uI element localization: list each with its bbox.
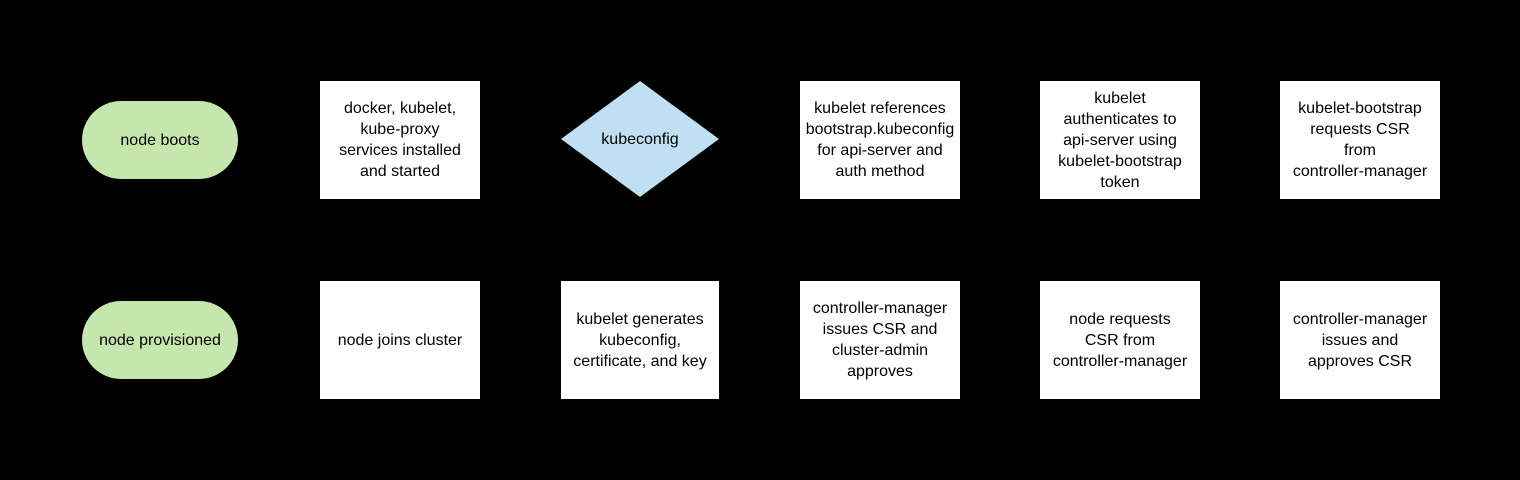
diamond-icon bbox=[561, 81, 719, 197]
process-kubelet-generates: kubelet generates kubeconfig, certificat… bbox=[561, 281, 719, 399]
process-kubelet-bootstrap-requests-csr: kubelet-bootstrap requests CSR from cont… bbox=[1280, 81, 1440, 199]
services-installed-label: docker, kubelet, kube-proxy services ins… bbox=[339, 100, 461, 180]
kubeconfig-label: kubeconfig bbox=[601, 130, 679, 148]
process-cm-issues-csr-admin-approves: controller-manager issues CSR and cluste… bbox=[800, 281, 960, 399]
node-boots-label: node boots bbox=[120, 131, 200, 149]
cm-issues-and-approves-label: controller-manager issues and approves C… bbox=[1292, 310, 1428, 370]
cm-issues-csr-admin-approves-label: controller-manager issues CSR and cluste… bbox=[812, 300, 948, 380]
kubelet-generates-label: kubelet generates kubeconfig, certificat… bbox=[573, 310, 707, 370]
node-requests-csr-label: node requests CSR from controller-manage… bbox=[1052, 310, 1188, 370]
process-node-joins-cluster: node joins cluster bbox=[320, 281, 480, 399]
terminator-node-boots: node boots bbox=[82, 101, 238, 179]
node-provisioned-label: node provisioned bbox=[99, 331, 221, 349]
node-joins-cluster-label: node joins cluster bbox=[337, 331, 463, 349]
kubelet-bootstrap-requests-csr-label: kubelet-bootstrap requests CSR from cont… bbox=[1292, 100, 1428, 180]
process-cm-issues-and-approves: controller-manager issues and approves C… bbox=[1280, 281, 1440, 399]
process-kubelet-references-bootstrap: kubelet references bootstrap.kubeconfig … bbox=[800, 81, 960, 199]
process-services-installed: docker, kubelet, kube-proxy services ins… bbox=[320, 81, 480, 199]
process-node-requests-csr: node requests CSR from controller-manage… bbox=[1040, 281, 1200, 399]
decision-kubeconfig: kubeconfig bbox=[561, 81, 719, 197]
kubelet-references-bootstrap-label: kubelet references bootstrap.kubeconfig … bbox=[805, 100, 955, 180]
kubelet-authenticates-label: kubelet authenticates to api-server usin… bbox=[1058, 89, 1182, 191]
terminator-node-provisioned: node provisioned bbox=[82, 301, 238, 379]
process-kubelet-authenticates: kubelet authenticates to api-server usin… bbox=[1040, 81, 1200, 199]
